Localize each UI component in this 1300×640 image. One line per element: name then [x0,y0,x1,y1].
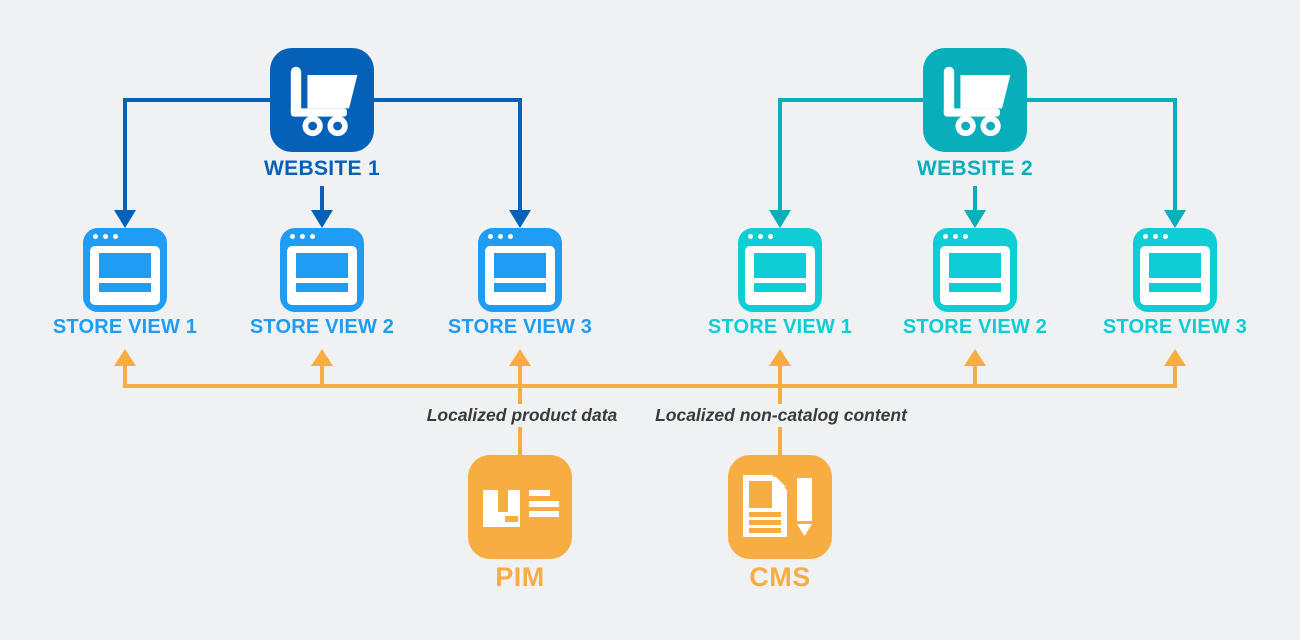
website1-label: WEBSITE 1 [264,157,380,180]
store-view-label: STORE VIEW 1 [52,316,198,338]
arrow-up-icon [509,349,531,366]
browser-window-icon [738,228,822,312]
browser-window-icon [478,228,562,312]
bus-riser [973,366,977,386]
website1-drop-right [518,98,522,210]
arrow-up-icon [964,349,986,366]
bus-riser [123,366,127,386]
cms-label: CMS [749,562,811,592]
cms-annotation: Localized non-catalog content [646,404,916,427]
pim-node [468,455,572,559]
arrow-down-icon [509,210,531,228]
store-view-label: STORE VIEW 1 [707,316,853,338]
browser-window-icon [933,228,1017,312]
arrow-down-icon [1164,210,1186,228]
website1-node [270,48,374,152]
arrow-down-icon [114,210,136,228]
pim-annotation: Localized product data [417,404,627,427]
bus-riser [1173,366,1177,386]
bus-riser [320,366,324,386]
arrow-up-icon [114,349,136,366]
browser-window-icon [280,228,364,312]
store-view-label: STORE VIEW 3 [447,316,593,338]
arrow-down-icon [769,210,791,228]
website2-node [923,48,1027,152]
arrow-up-icon [769,349,791,366]
arrow-down-icon [964,210,986,228]
website1-drop-middle [320,186,324,210]
website1-drop-left [123,98,127,210]
browser-window-icon [83,228,167,312]
website2-drop-right [1173,98,1177,210]
arrow-up-icon [311,349,333,366]
pim-label: PIM [495,562,545,592]
store-view-label: STORE VIEW 2 [249,316,395,338]
arrow-up-icon [1164,349,1186,366]
browser-window-icon [1133,228,1217,312]
sources-bus-line [123,384,1177,388]
store-view-label: STORE VIEW 2 [902,316,1048,338]
store-view-label: STORE VIEW 3 [1102,316,1248,338]
website2-drop-middle [973,186,977,210]
cms-node [728,455,832,559]
website2-label: WEBSITE 2 [917,157,1033,180]
arrow-down-icon [311,210,333,228]
website2-drop-left [778,98,782,210]
